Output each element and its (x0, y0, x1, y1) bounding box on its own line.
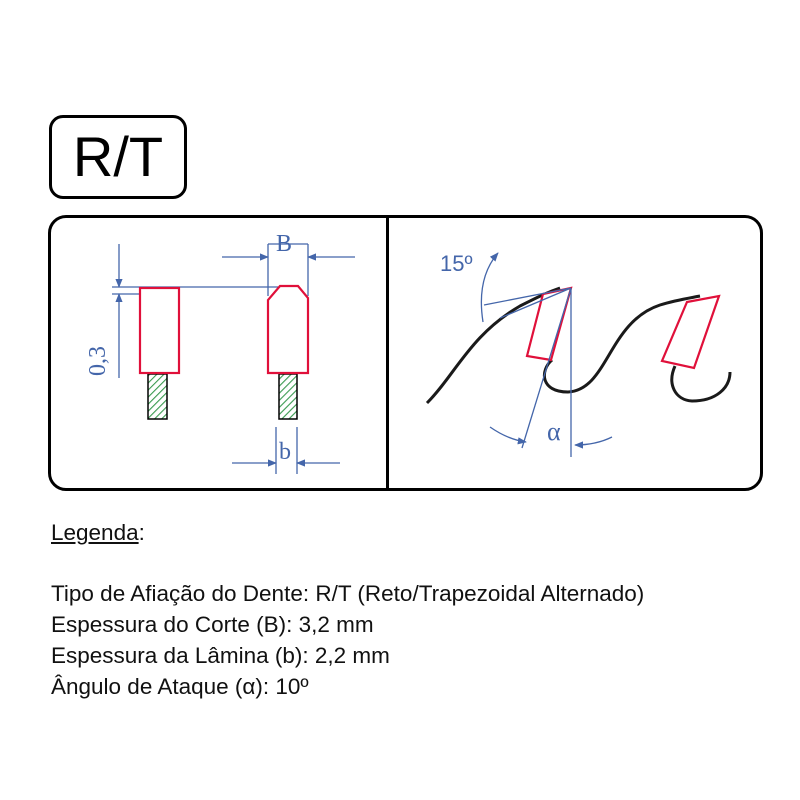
alpha-arc-left (489, 426, 527, 445)
tooth-type-badge: R/T (49, 115, 187, 199)
alpha-label: α (547, 417, 561, 446)
legend-line-plate: Espessura da Lâmina (b): 2,2 mm (51, 643, 390, 668)
angle-15-label: 15º (440, 251, 473, 276)
tooth-type-code: R/T (72, 125, 164, 188)
diagram-divider (386, 218, 389, 488)
legend-line-kerf: Espessura do Corte (B): 3,2 mm (51, 612, 374, 637)
front-view (112, 243, 355, 474)
legend: Legenda: Tipo de Afiação do Dente: R/T (… (51, 517, 644, 702)
B-dim-label: B (276, 231, 292, 257)
angle-15-arc (480, 252, 499, 323)
alpha-arc-right (574, 436, 613, 449)
b-dim-label: b (279, 439, 291, 465)
straight-tooth-body (147, 373, 168, 420)
rake-face-line (499, 287, 572, 319)
trapezoidal-tooth-body (278, 373, 298, 420)
trapezoidal-tooth-tip (266, 284, 310, 375)
height-dim-label: 0,3 (85, 346, 111, 376)
legend-title-line: Legenda: (51, 517, 644, 548)
blade-profile-2 (543, 294, 701, 394)
blade-profile-3 (670, 365, 732, 403)
side-view (425, 252, 732, 457)
legend-title: Legenda (51, 520, 139, 545)
diagram-panel (48, 215, 763, 491)
side-tooth-2 (660, 294, 721, 370)
legend-line-tooth-type: Tipo de Afiação do Dente: R/T (Reto/Trap… (51, 581, 645, 606)
rake-ref-line (483, 287, 572, 306)
clearance-line (521, 287, 572, 449)
legend-line-hook-angle: Ângulo de Ataque (α): 10º (51, 674, 309, 699)
legend-title-colon: : (138, 520, 145, 545)
straight-tooth-tip (138, 286, 181, 375)
